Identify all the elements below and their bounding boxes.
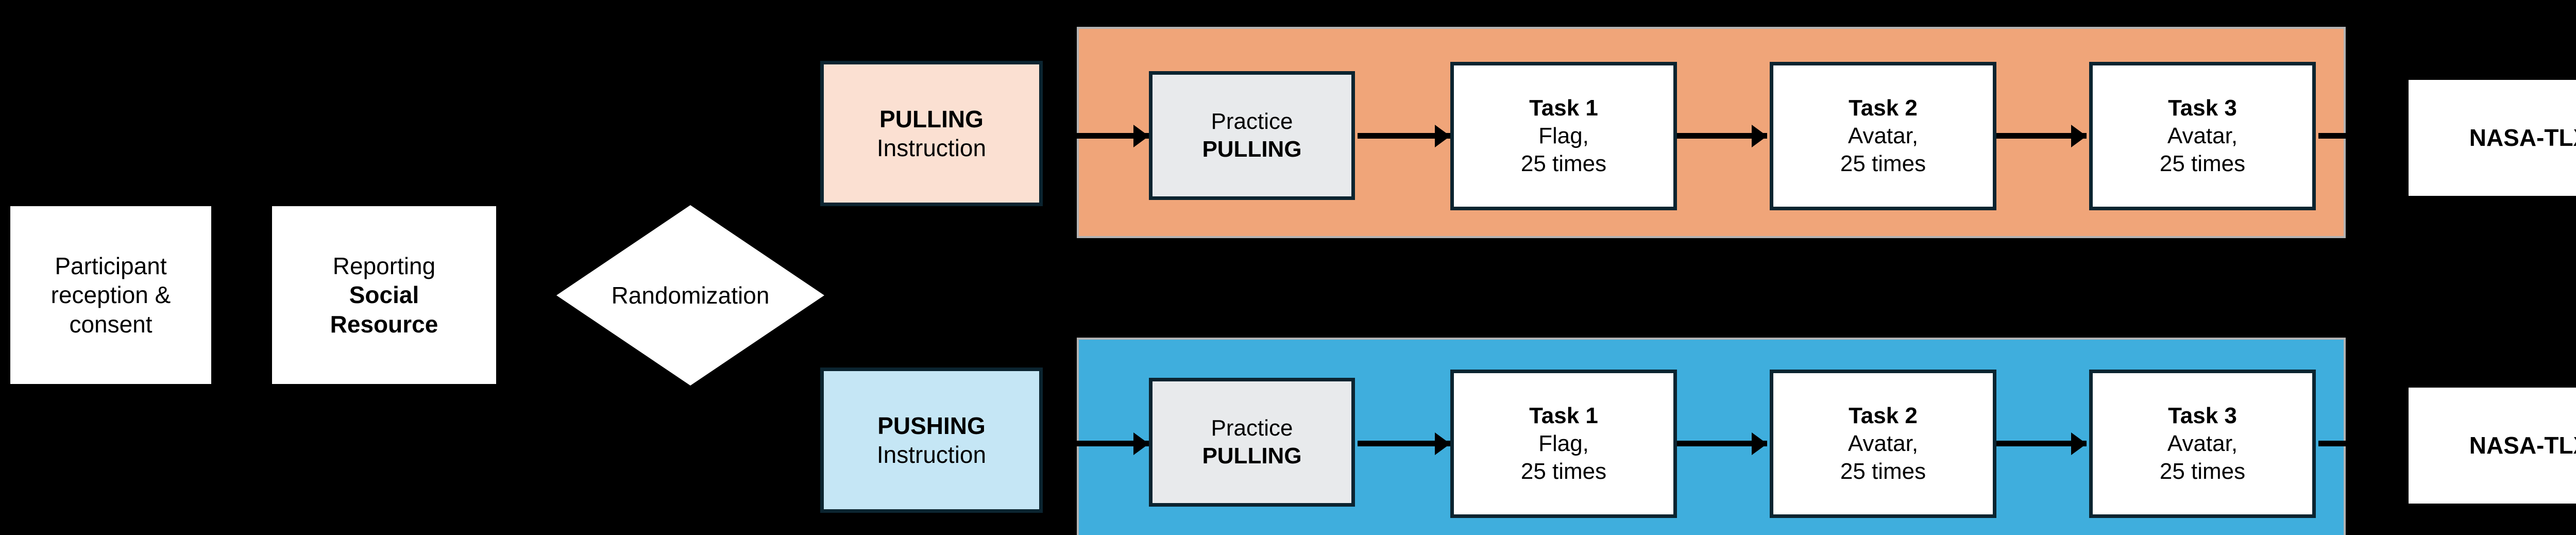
connector-randomization-to-pushing-v <box>779 295 784 444</box>
participant-line-3: consent <box>69 310 152 338</box>
arrowhead-reporting-to-randomization <box>540 286 555 309</box>
node-pushing-nasa-tlx[interactable]: NASA-TLX <box>2409 388 2576 504</box>
connector-pulling-task3-to-nasatlx <box>2318 133 2437 139</box>
pulling-task-2-title: Task 2 <box>1849 95 1918 121</box>
pulling-task-1-line-2: Flag, <box>1538 123 1589 149</box>
node-pulling-practice[interactable]: Practice PULLING <box>1149 71 1355 200</box>
pushing-task-1-title: Task 1 <box>1529 403 1598 429</box>
connector-randomization-to-pulling-v <box>779 135 784 297</box>
pushing-task-2-title: Task 2 <box>1849 403 1918 429</box>
pulling-practice-line-2: PULLING <box>1202 137 1302 162</box>
node-pushing-practice[interactable]: Practice PULLING <box>1149 378 1355 507</box>
connector-pushing-task3-to-nasatlx <box>2318 441 2437 446</box>
pulling-task-3-title: Task 3 <box>2168 95 2237 121</box>
pulling-task-3-line-2: Avatar, <box>2167 123 2238 149</box>
pushing-task-1-line-3: 25 times <box>1520 458 1607 484</box>
node-pushing-instruction[interactable]: PUSHING Instruction <box>820 367 1043 513</box>
reporting-line-1: Reporting <box>332 253 436 280</box>
connector-pushing-instruction-to-practice <box>1043 441 1149 446</box>
pushing-instruction-label: Instruction <box>876 441 987 468</box>
node-pulling-task-3[interactable]: Task 3 Avatar, 25 times <box>2089 62 2316 210</box>
connector-reporting-to-randomization <box>495 295 556 299</box>
connector-participant-to-reporting <box>210 295 271 299</box>
pulling-practice-line-1: Practice <box>1211 109 1293 135</box>
node-pulling-task-1[interactable]: Task 1 Flag, 25 times <box>1450 62 1677 210</box>
connector-pushing-task2-to-task3 <box>1994 441 2087 446</box>
node-pulling-instruction[interactable]: PULLING Instruction <box>820 61 1043 206</box>
pulling-nasa-tlx-label: NASA-TLX <box>2469 124 2576 152</box>
node-pulling-task-2[interactable]: Task 2 Avatar, 25 times <box>1770 62 1996 210</box>
connector-pulling-instruction-to-practice <box>1043 133 1149 139</box>
participant-line-1: Participant <box>55 253 167 280</box>
pushing-task-2-line-2: Avatar, <box>1848 431 1919 457</box>
pulling-task-1-line-3: 25 times <box>1520 151 1607 176</box>
node-participant-reception[interactable]: Participant reception & consent <box>10 206 211 384</box>
pulling-task-1-title: Task 1 <box>1529 95 1598 121</box>
connector-pulling-practice-to-task1 <box>1358 133 1450 139</box>
pulling-task-3-line-3: 25 times <box>2159 151 2246 176</box>
arrowhead-pushing-task1-to-task2 <box>1752 432 1767 455</box>
node-pushing-task-1[interactable]: Task 1 Flag, 25 times <box>1450 370 1677 518</box>
pulling-task-2-line-2: Avatar, <box>1848 123 1919 149</box>
pushing-practice-line-1: Practice <box>1211 415 1293 441</box>
pushing-practice-line-2: PULLING <box>1202 443 1302 469</box>
arrowhead-pulling-task2-to-task3 <box>2071 125 2087 147</box>
node-pushing-task-3[interactable]: Task 3 Avatar, 25 times <box>2089 370 2316 518</box>
connector-pushing-practice-to-task1 <box>1358 441 1450 446</box>
pushing-task-3-title: Task 3 <box>2168 403 2237 429</box>
pushing-task-3-line-3: 25 times <box>2159 458 2246 484</box>
reporting-line-2: Social <box>349 281 419 309</box>
randomization-label: Randomization <box>611 282 770 309</box>
pulling-instruction-condition: PULLING <box>879 105 984 132</box>
node-reporting-social-resource[interactable]: Reporting Social Resource <box>272 206 496 384</box>
pushing-task-2-line-3: 25 times <box>1840 458 1926 484</box>
participant-line-2: reception & <box>50 281 171 309</box>
reporting-line-3: Resource <box>330 310 438 338</box>
node-pulling-nasa-tlx[interactable]: NASA-TLX <box>2409 80 2576 196</box>
pulling-instruction-label: Instruction <box>876 135 987 161</box>
node-randomization-decision[interactable]: Randomization <box>556 205 824 386</box>
connector-pulling-task2-to-task3 <box>1994 133 2087 139</box>
pushing-nasa-tlx-label: NASA-TLX <box>2469 432 2576 459</box>
arrowhead-participant-to-reporting <box>256 286 271 309</box>
connector-pulling-task1-to-task2 <box>1674 133 1767 139</box>
pushing-task-1-line-2: Flag, <box>1538 431 1589 457</box>
arrowhead-randomization-to-pushing <box>792 431 807 454</box>
pulling-task-2-line-3: 25 times <box>1840 151 1926 176</box>
arrowhead-pulling-practice-to-task1 <box>1435 125 1450 147</box>
connector-pushing-task1-to-task2 <box>1674 441 1767 446</box>
arrowhead-pushing-instruction-to-practice <box>1133 432 1149 455</box>
pushing-task-3-line-2: Avatar, <box>2167 431 2238 457</box>
arrowhead-pushing-task2-to-task3 <box>2071 432 2087 455</box>
arrowhead-pulling-task1-to-task2 <box>1752 125 1767 147</box>
pushing-instruction-condition: PUSHING <box>877 412 986 439</box>
arrowhead-pushing-practice-to-task1 <box>1435 432 1450 455</box>
arrowhead-pulling-instruction-to-practice <box>1133 125 1149 147</box>
arrowhead-randomization-to-pulling <box>792 126 807 149</box>
node-pushing-task-2[interactable]: Task 2 Avatar, 25 times <box>1770 370 1996 518</box>
